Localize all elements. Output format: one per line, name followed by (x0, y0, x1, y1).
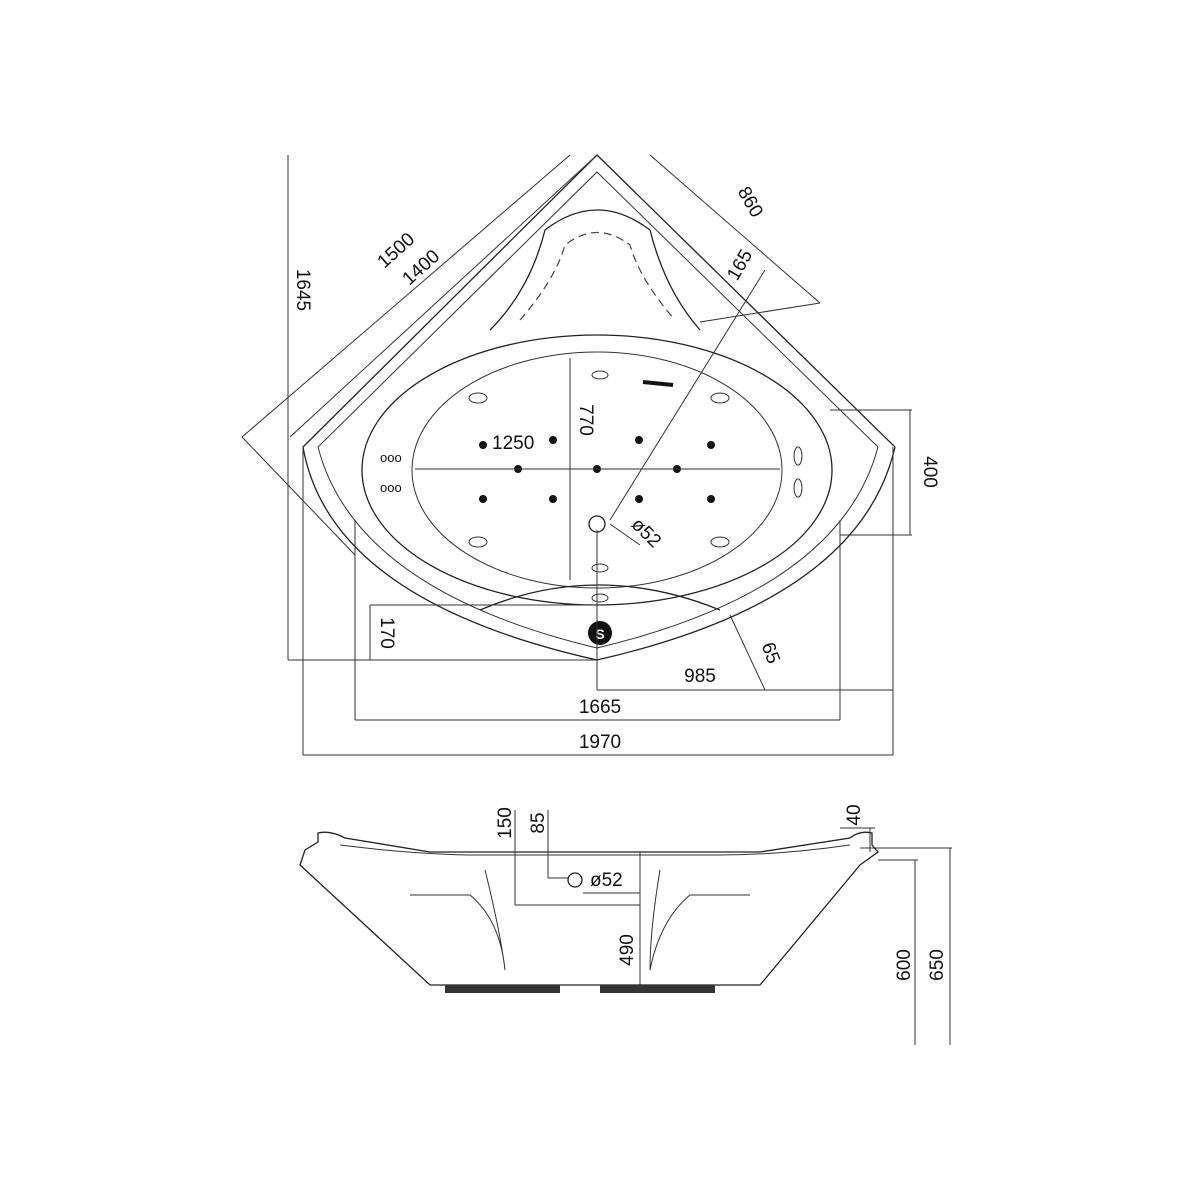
dim-860: 860 (733, 183, 767, 221)
siphon-marker: S (588, 621, 612, 645)
dim-1250: 1250 (492, 433, 534, 454)
svg-text:ooo: ooo (380, 450, 402, 465)
siphon-label: S (595, 626, 604, 642)
dim-1645: 1645 (292, 269, 313, 311)
dim-1665: 1665 (579, 697, 621, 718)
svg-text:ooo: ooo (380, 480, 402, 495)
dim-170: 170 (376, 617, 397, 649)
dim-650: 650 (927, 949, 948, 981)
side-dimension-lines (514, 810, 952, 1045)
dim-65: 65 (757, 640, 784, 667)
dim-overflow-diameter: ø52 (590, 870, 623, 891)
dim-drain-diameter: ø52 (627, 514, 665, 552)
dim-1970: 1970 (579, 732, 621, 753)
rim-line (339, 844, 851, 856)
headrest (489, 209, 701, 331)
dim-165: 165 (723, 246, 757, 284)
dim-150: 150 (495, 807, 516, 839)
foot-left (445, 985, 560, 993)
dim-40: 40 (844, 804, 865, 825)
tub-side-profile (299, 831, 879, 986)
dim-770: 770 (575, 404, 596, 436)
dim-600: 600 (894, 949, 915, 981)
seat-left (410, 869, 506, 971)
foot-right (600, 985, 715, 993)
side-view: 150 85 40 ø52 490 600 650 (299, 804, 952, 1045)
seat-right (649, 869, 750, 971)
dim-400: 400 (919, 456, 940, 488)
drain-icon (588, 515, 606, 533)
dim-85: 85 (528, 812, 549, 833)
front-lip (479, 584, 721, 611)
dimension-lines (241, 154, 912, 756)
overflow-icon (567, 872, 583, 888)
headrest-dashed (519, 232, 676, 321)
dim-490: 490 (617, 934, 638, 966)
dim-985: 985 (684, 666, 716, 687)
